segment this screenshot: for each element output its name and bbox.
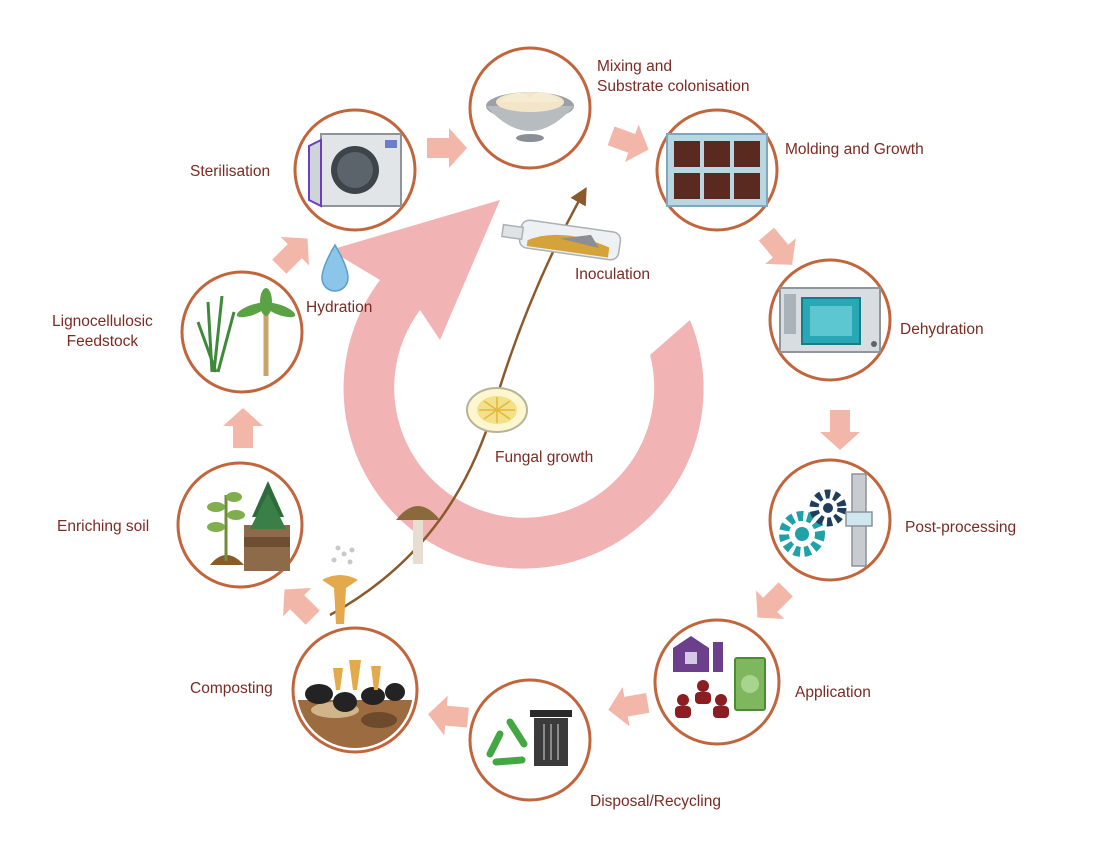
- flow-arrow-6: [608, 686, 650, 727]
- flow-arrow-1: [427, 128, 467, 168]
- flow-arrow-7: [428, 695, 469, 736]
- fungal-growth-label: Fungal growth: [495, 449, 594, 466]
- flow-arrow-3: [758, 227, 796, 265]
- application-label: Application: [795, 684, 871, 701]
- chanterelle-icon: [322, 545, 358, 624]
- inoculation-bottle-icon: [500, 219, 622, 261]
- enriching-label: Enriching soil: [57, 518, 150, 535]
- dehydration-label: Dehydration: [900, 321, 984, 338]
- composting-label: Composting: [190, 680, 273, 697]
- mushroom-icon: [396, 506, 440, 564]
- post-processing-label: Post-processing: [905, 519, 1017, 536]
- water-drop-icon: [321, 243, 349, 292]
- feedstock-label: Lignocellulosic Feedstock: [52, 313, 153, 350]
- sterilisation-label: Sterilisation: [190, 163, 271, 180]
- mixing-bowl-icon: [468, 46, 592, 170]
- barn-people-money-icon: [653, 618, 781, 746]
- flow-arrow-5: [756, 582, 793, 619]
- grass-palm-icon: [180, 270, 304, 394]
- flow-arrow-9: [223, 408, 263, 448]
- flow-arrow-8: [283, 588, 320, 625]
- disposal-label: Disposal/Recycling: [590, 793, 721, 810]
- mixing-label: Mixing and Substrate colonisation: [597, 58, 750, 95]
- molding-label: Molding and Growth: [785, 141, 924, 158]
- petri-dish-icon: [466, 387, 528, 433]
- compost-mushrooms-icon: [291, 626, 419, 754]
- central-cycle-arrow: [330, 200, 704, 569]
- flow-arrow-10: [272, 237, 309, 274]
- hydration-label: Hydration: [306, 299, 373, 316]
- plants-soil-icon: [176, 461, 304, 589]
- recycle-trash-icon: [468, 678, 592, 802]
- flow-arrow-4: [820, 410, 860, 450]
- inoculation-label: Inoculation: [575, 266, 650, 283]
- oven-icon: [768, 258, 892, 382]
- gears-icon: [768, 458, 892, 582]
- autoclave-icon: [293, 108, 417, 232]
- mold-tray-icon: [655, 108, 779, 232]
- flow-arrows: [223, 124, 860, 736]
- flow-arrow-2: [607, 124, 649, 163]
